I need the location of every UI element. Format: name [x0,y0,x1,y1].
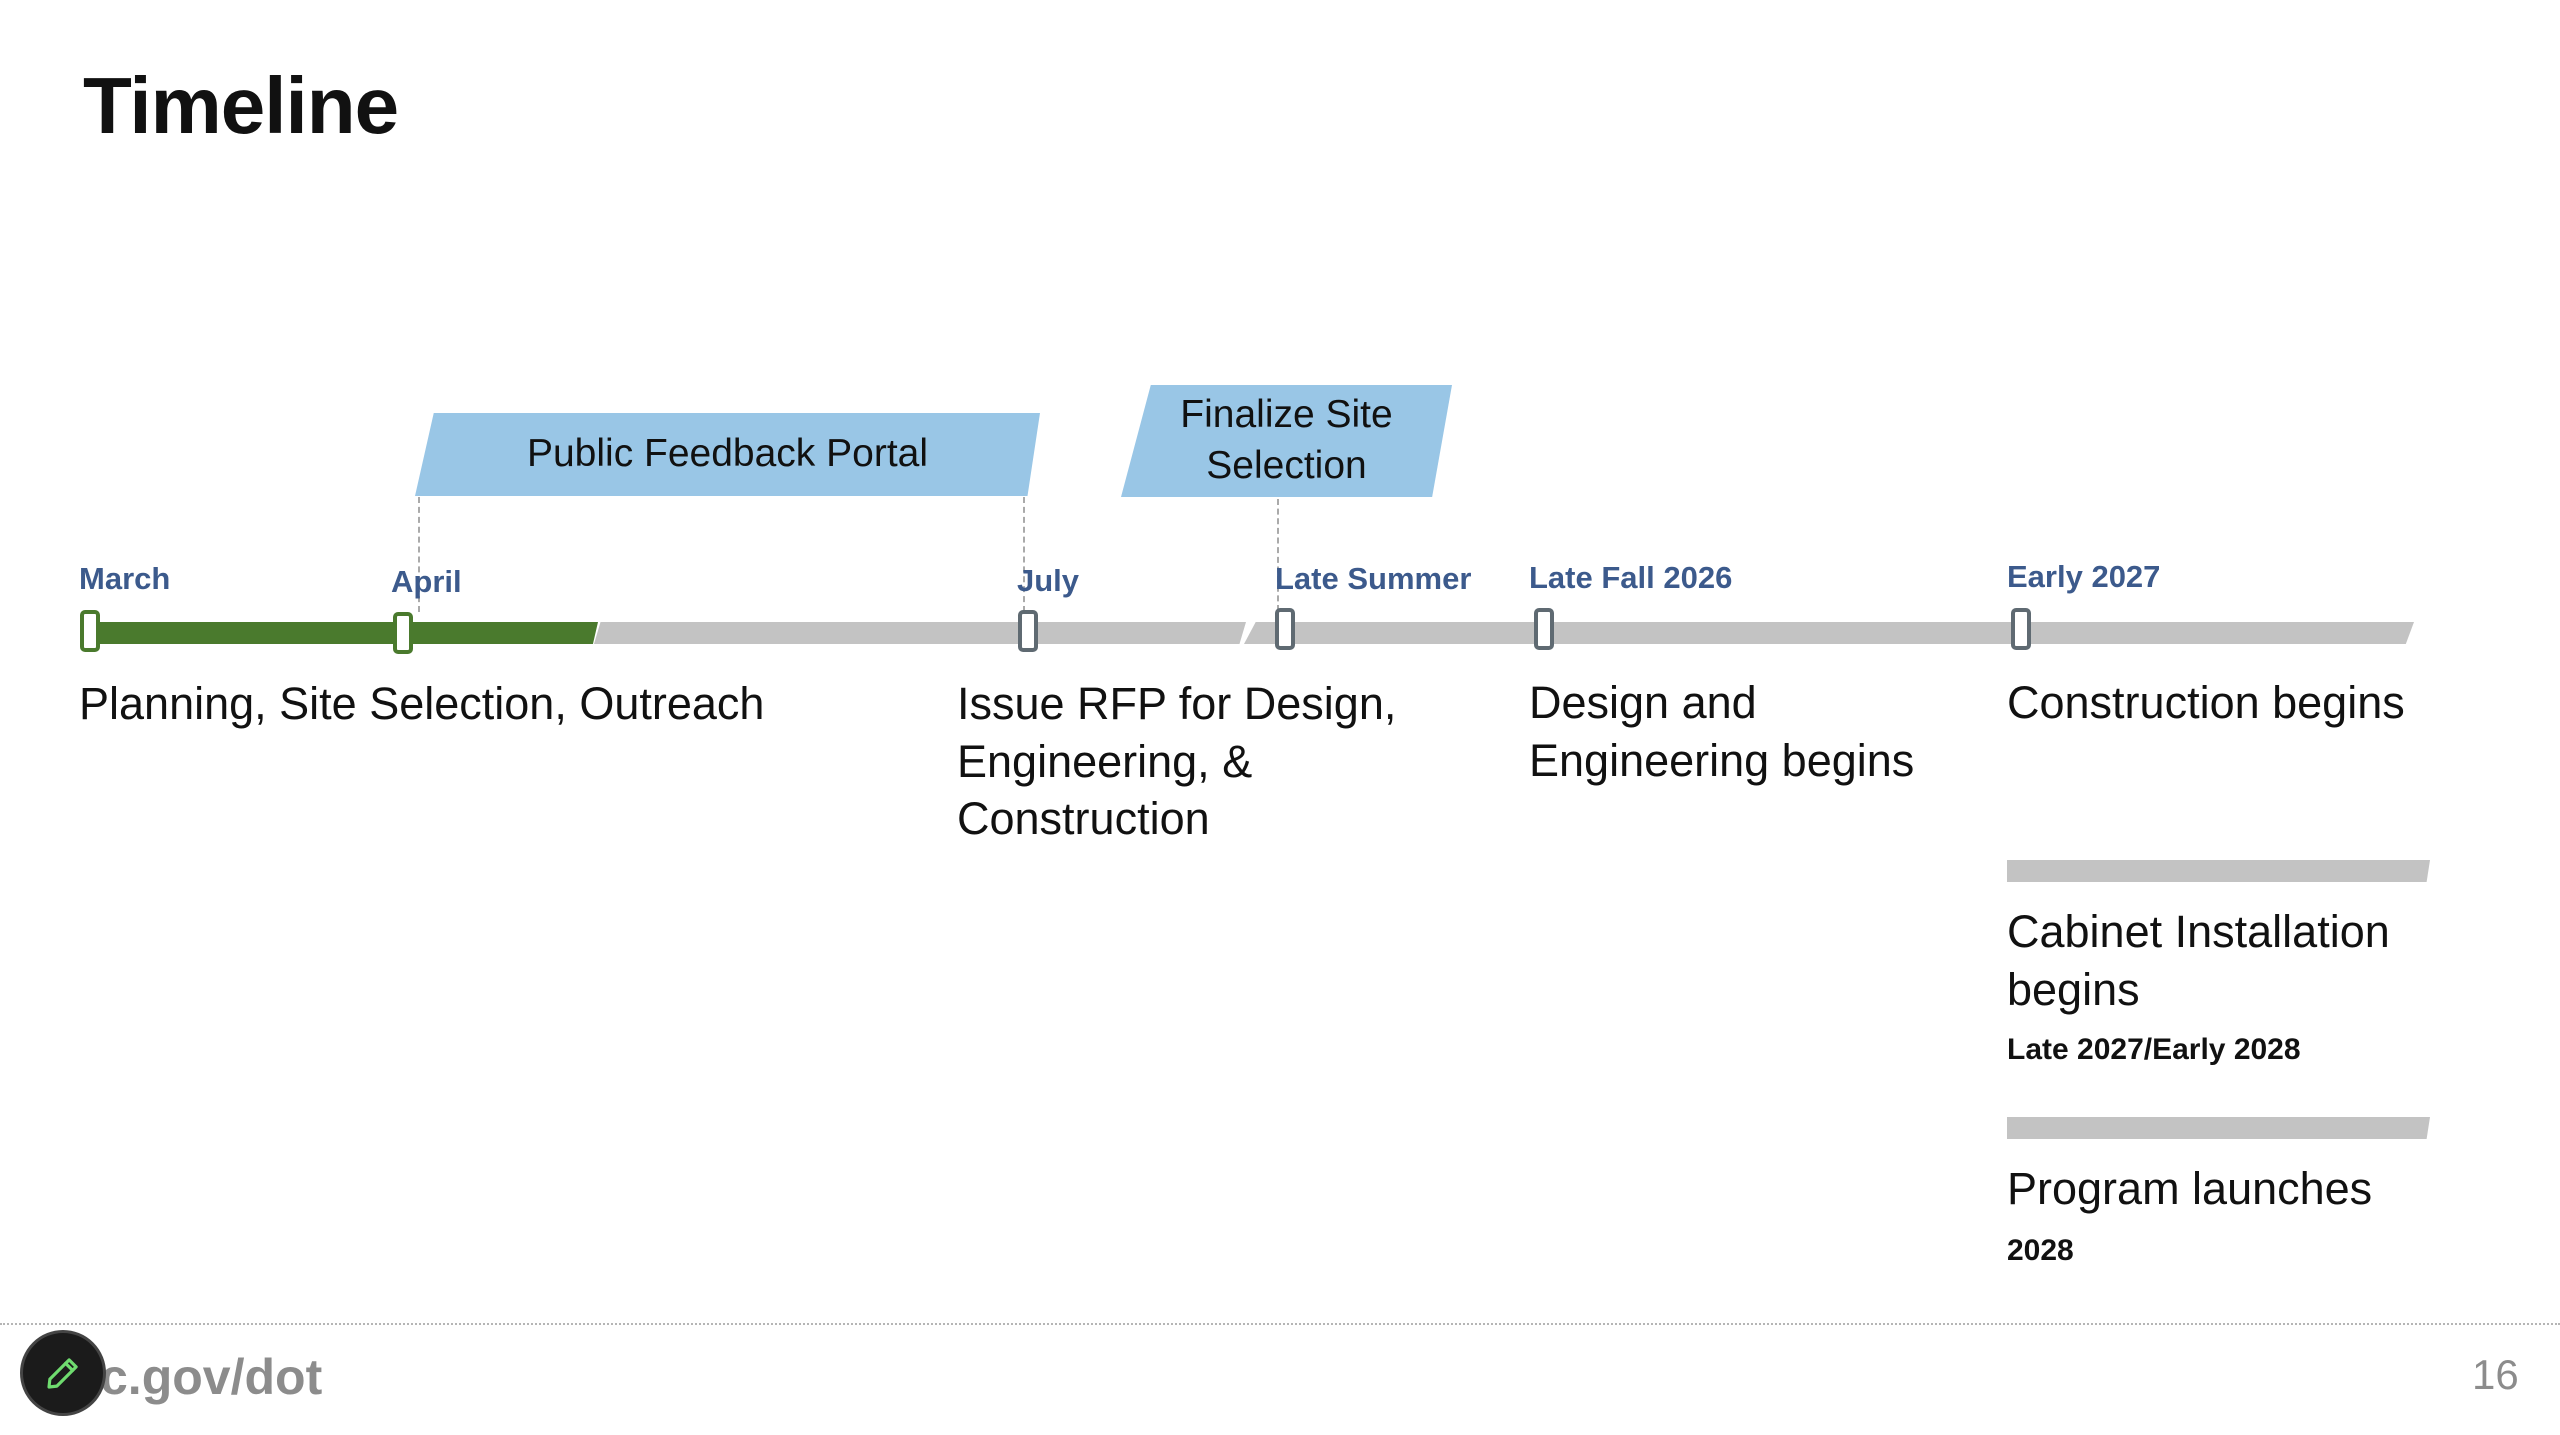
milestone-marker-april [393,612,413,654]
milestone-label-early-2027: Early 2027 [2007,559,2161,594]
finalize-site-selection-banner: Finalize Site Selection [1121,385,1452,497]
connector-july [1023,497,1025,612]
public-feedback-portal-banner: Public Feedback Portal [415,413,1040,496]
page-number: 16 [2472,1351,2519,1398]
milestone-label-late-fall-2026: Late Fall 2026 [1529,560,1733,595]
cabinet-phase-bar [2007,860,2430,882]
footer-divider [0,1323,2560,1325]
description-program: Program launches [2007,1163,2373,1214]
description-rfp: Issue RFP for Design, Engineering, & Con… [957,678,1397,845]
timeline-bar-segment-2 [1244,622,2414,644]
milestone-label-late-summer: Late Summer [1275,561,1472,596]
description-construction: Construction begins [2007,677,2405,728]
footer-url: c.gov/dot [100,1349,323,1405]
pencil-icon [47,1358,78,1389]
description-design: Design and Engineering begins [1529,677,1915,786]
milestone-marker-july [1018,610,1038,652]
description-cabinet: Cabinet Installation begins [2007,906,2390,1015]
milestone-marker-march [80,610,100,652]
milestone-label-march: March [79,561,171,596]
milestone-marker-late-fall-2026 [1534,608,1554,650]
edit-button[interactable] [20,1330,106,1416]
timeline-bar-segment-1 [594,622,1246,644]
connector-late-summer [1277,499,1279,611]
milestone-marker-early-2027 [2011,608,2031,650]
slide-title: Timeline [83,61,399,150]
timeline-bar-completed [92,622,598,644]
description-planning: Planning, Site Selection, Outreach [79,678,765,729]
finalize-site-selection-label: Finalize Site Selection [1180,393,1393,487]
connector-april [418,497,420,612]
milestone-label-april: April [391,564,462,599]
program-phase-bar [2007,1117,2430,1139]
program-date: 2028 [2007,1234,2074,1267]
cabinet-date: Late 2027/Early 2028 [2007,1033,2301,1066]
milestone-label-july: July [1017,563,1080,598]
milestone-marker-late-summer [1275,608,1295,650]
